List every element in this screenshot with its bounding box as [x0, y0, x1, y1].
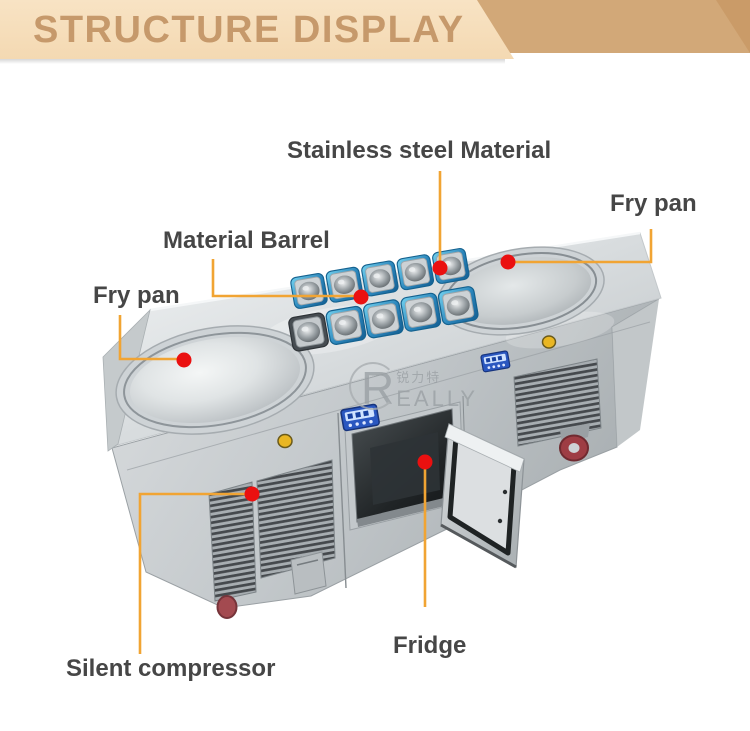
pointer-dot-stainless-steel	[432, 260, 448, 276]
pointer-dot-fridge	[417, 454, 433, 470]
header-banner: STRUCTURE DISPLAY	[0, 0, 750, 66]
material-barrel	[395, 253, 435, 292]
leader-material-barrel	[211, 259, 358, 298]
material-barrel	[289, 272, 329, 310]
material-barrel	[324, 304, 368, 346]
label-fry-pan-right: Fry pan	[610, 190, 697, 217]
compressor-grille-left-2	[256, 459, 336, 579]
material-barrel-dark	[287, 311, 330, 353]
label-fry-pan-left: Fry pan	[93, 282, 180, 309]
pointer-dot-material-barrel	[353, 289, 369, 305]
material-barrel	[362, 298, 405, 340]
pointer-dot-fry-pan-right	[500, 254, 516, 270]
leader-fry-pan-left	[118, 315, 181, 361]
power-button-right	[541, 335, 557, 349]
cabinet-seam-left	[337, 412, 347, 589]
caster-wheel-left	[216, 595, 238, 619]
fridge-inner-box	[370, 432, 440, 505]
leader-silent-compressor	[138, 492, 249, 654]
fridge-door	[440, 423, 525, 569]
material-barrel	[399, 291, 443, 333]
label-fridge: Fridge	[393, 632, 467, 659]
pointer-dot-fry-pan-left	[176, 352, 192, 368]
banner-ribbon-light: STRUCTURE DISPLAY	[0, 0, 514, 59]
leader-fry-pan-right	[510, 229, 653, 264]
pointer-dot-silent-compressor	[244, 486, 260, 502]
material-barrel	[360, 259, 400, 298]
foot-bracket	[290, 551, 327, 595]
machine-right-face	[612, 299, 659, 447]
page-title: STRUCTURE DISPLAY	[33, 9, 465, 51]
door-edge-strip	[444, 423, 525, 473]
label-material-barrel: Material Barrel	[163, 227, 330, 254]
banner-shadow	[0, 59, 505, 64]
fry-pan-right	[437, 246, 605, 336]
compressor-grille-right	[513, 358, 602, 447]
control-panel-right	[480, 350, 511, 373]
caster-wheel-right	[559, 423, 590, 462]
label-silent-compressor: Silent compressor	[66, 655, 276, 682]
material-barrel	[436, 285, 480, 327]
fridge-bottom-lip	[357, 495, 457, 527]
front-apron-seam	[126, 321, 651, 471]
compressor-grille-left-1	[208, 481, 257, 602]
label-stainless-steel-material: Stainless steel Material	[287, 137, 552, 164]
control-panel-left	[340, 403, 380, 432]
product-illustration-area	[0, 66, 750, 731]
power-button-left	[277, 433, 293, 449]
